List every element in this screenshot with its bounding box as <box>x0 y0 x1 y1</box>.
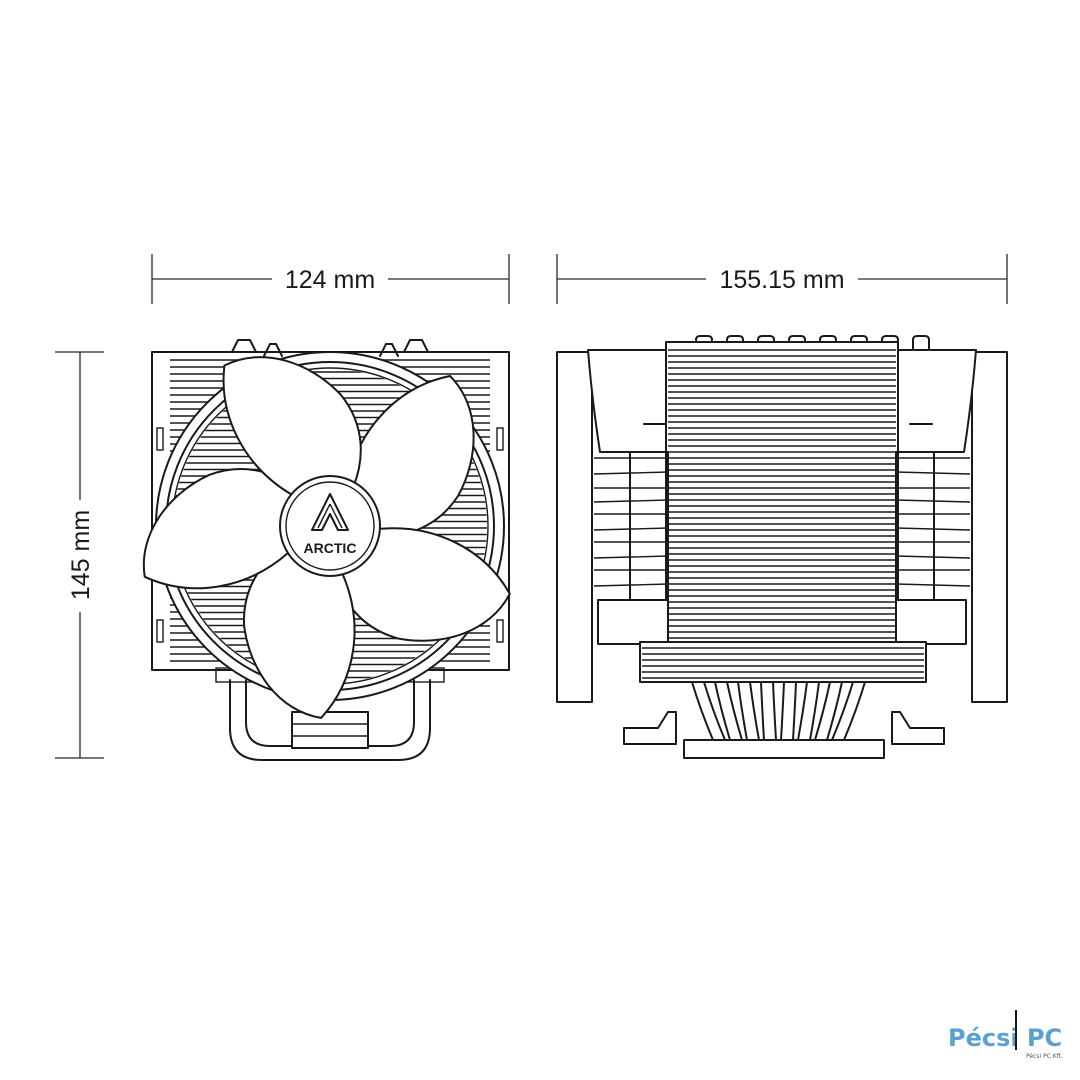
watermark-tagline: Pécsi PC Kft. <box>1026 1053 1063 1060</box>
side-left-fan-frame <box>556 351 593 703</box>
brand-watermark: Pécsi PC Pécsi PC Kft. <box>948 1010 1063 1060</box>
front-width-label: 124 mm <box>285 266 375 294</box>
side-width-label: 155.15 mm <box>719 266 844 294</box>
side-fin-lines <box>668 349 896 639</box>
arctic-logo-icon <box>311 493 349 531</box>
side-right-fan-frame <box>971 351 1008 703</box>
fan-hub-logo-text: ARCTIC <box>304 540 357 556</box>
watermark-brand: Pécsi PC <box>948 1024 1062 1052</box>
side-heatpipes <box>691 681 866 741</box>
fan-blades <box>142 356 511 719</box>
dimension-side-width: 155.15 mm <box>556 254 1008 304</box>
front-base-block <box>291 711 369 749</box>
fan-hub <box>279 475 381 577</box>
dimension-height: 145 mm <box>55 351 104 759</box>
dimension-front-width: 124 mm <box>151 254 510 304</box>
side-fin-stack <box>665 341 899 643</box>
side-view <box>556 335 1008 759</box>
height-label: 145 mm <box>67 510 95 600</box>
side-mounting-base <box>623 711 677 745</box>
front-view: ARCTIC <box>142 339 511 761</box>
